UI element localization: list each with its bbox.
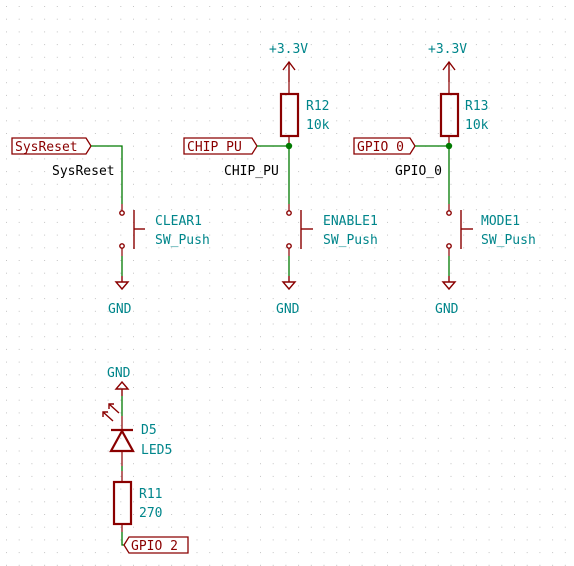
value-enable1: SW_Push (323, 233, 378, 248)
ref-r13: R13 (465, 99, 488, 114)
value-r13: 10k (465, 118, 489, 133)
net-name-chip-pu: CHIP_PU (224, 164, 279, 179)
global-label-sysreset[interactable]: SysReset (11, 137, 92, 155)
ref-d5: D5 (141, 423, 157, 438)
value-mode1: SW_Push (481, 233, 536, 248)
junction-chip-pu (285, 142, 293, 150)
wire-sysreset (91, 145, 123, 204)
net-name-gpio-0: GPIO_0 (395, 164, 442, 179)
junction-gpio-0 (445, 142, 453, 150)
light-emission-arrows-icon (102, 403, 120, 422)
power-label-3v3-a: +3.3V (269, 42, 308, 57)
gnd-label-mode: GND (435, 302, 459, 317)
gnd-symbol-led[interactable] (114, 380, 130, 396)
led-d5[interactable] (102, 403, 135, 466)
ref-clear1: CLEAR1 (155, 214, 202, 229)
resistor-r12[interactable] (279, 82, 300, 146)
value-clear1: SW_Push (155, 233, 210, 248)
value-r11: 270 (139, 506, 162, 521)
switch-clear1[interactable] (119, 204, 145, 256)
power-symbol-3v3-a[interactable] (282, 60, 296, 82)
svg-text:GPIO_0: GPIO_0 (357, 140, 404, 155)
switch-enable1[interactable] (286, 204, 313, 256)
switch-mode1[interactable] (446, 204, 473, 256)
value-d5: LED5 (141, 443, 172, 458)
ref-r11: R11 (139, 487, 162, 502)
value-r12: 10k (306, 118, 330, 133)
gnd-symbol-mode[interactable] (441, 276, 457, 291)
power-symbol-3v3-b[interactable] (442, 60, 456, 82)
gnd-label-led: GND (107, 366, 131, 381)
resistor-r13[interactable] (439, 82, 460, 146)
ref-mode1: MODE1 (481, 214, 520, 229)
ref-enable1: ENABLE1 (323, 214, 378, 229)
ref-r12: R12 (306, 99, 329, 114)
resistor-r11[interactable] (112, 471, 133, 532)
net-name-sysreset: SysReset (52, 164, 115, 179)
gnd-label-enable: GND (276, 302, 300, 317)
global-label-gpio-2[interactable]: GPIO_2 (123, 536, 189, 554)
background-grid (6, 6, 566, 566)
gnd-symbol-enable[interactable] (281, 276, 297, 291)
svg-text:CHIP_PU: CHIP_PU (187, 140, 242, 155)
svg-text:GPIO_2: GPIO_2 (131, 539, 178, 554)
wire-gpio-2 (121, 532, 124, 546)
gnd-label-clear: GND (108, 302, 132, 317)
svg-text:SysReset: SysReset (15, 140, 78, 155)
power-label-3v3-b: +3.3V (428, 42, 467, 57)
gnd-symbol-clear[interactable] (114, 276, 130, 291)
global-label-chip-pu[interactable]: CHIP_PU (183, 137, 258, 155)
global-label-gpio-0[interactable]: GPIO_0 (353, 137, 416, 155)
